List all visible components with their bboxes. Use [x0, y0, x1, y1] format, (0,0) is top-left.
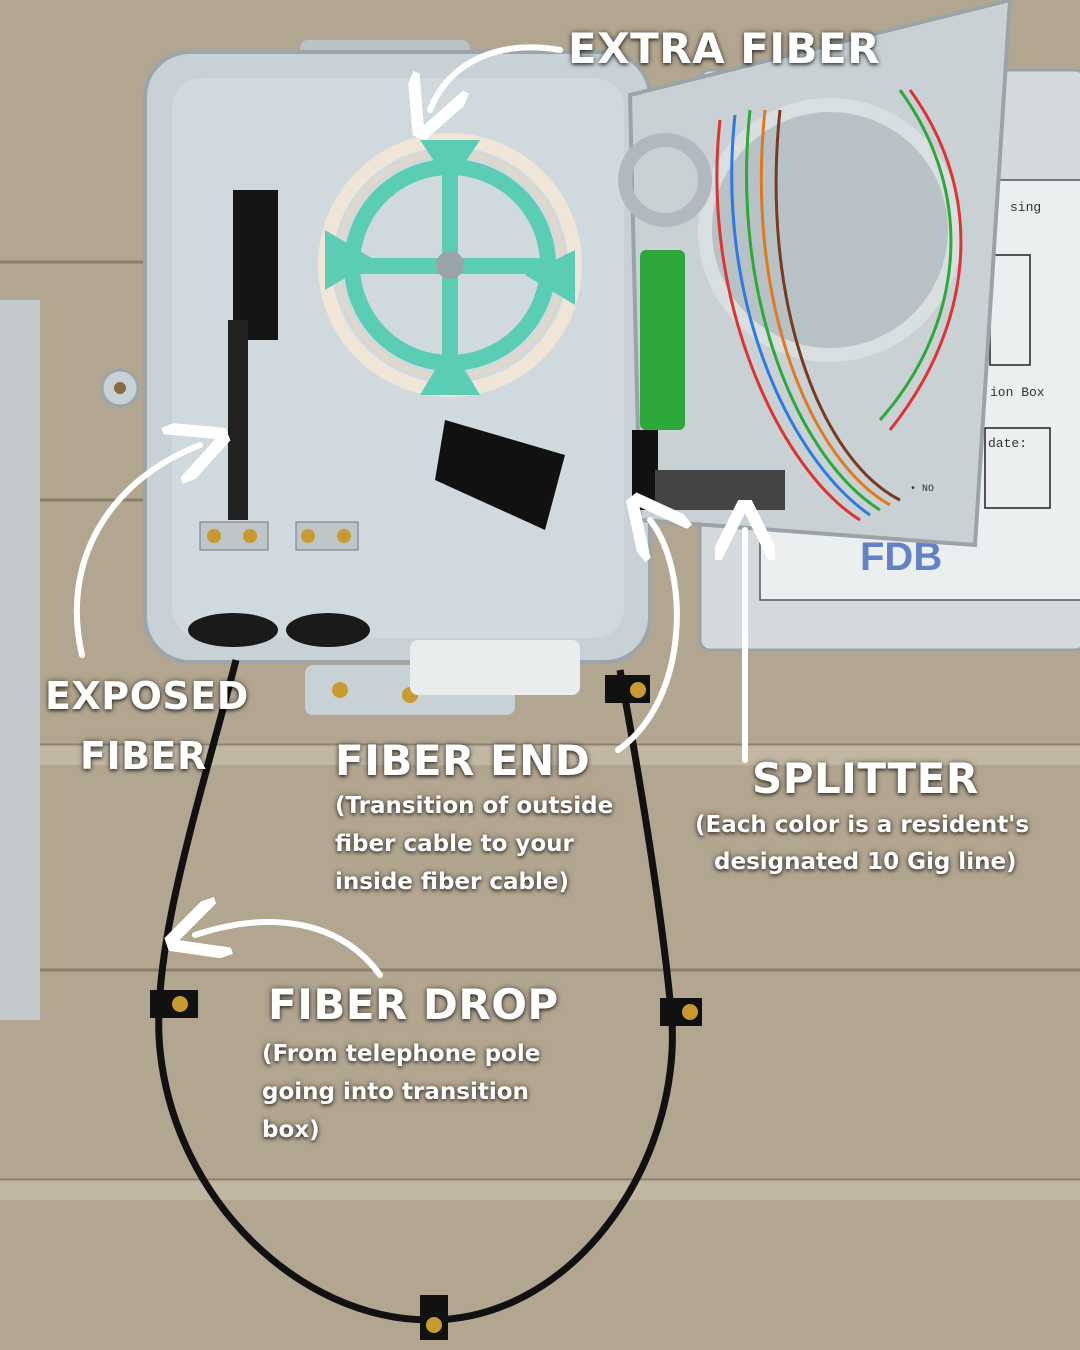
fiber-spool — [318, 133, 582, 397]
label-fiber-drop-desc-2: going into transition — [262, 1079, 529, 1105]
black-tape — [435, 420, 565, 530]
arrow-fiber-end — [615, 520, 677, 753]
label-fiber-drop-desc-1: (From telephone pole — [262, 1041, 541, 1067]
label-splitter-desc-1: (Each color is a resident's — [695, 812, 1030, 838]
left-box — [100, 40, 652, 715]
arrow-extra-fiber — [430, 44, 563, 111]
box-print-date: date: — [988, 436, 1028, 451]
arrow-exposed-fiber — [73, 445, 200, 658]
cable-clips — [150, 675, 702, 1340]
label-exposed-fiber-line2: FIBER — [80, 734, 207, 778]
box-print-ion-box: ion Box — [990, 385, 1045, 400]
label-extra-fiber: EXTRA FIBER — [568, 24, 881, 73]
label-fiber-drop-title: FIBER DROP — [268, 980, 559, 1029]
box-print-no: • NO — [910, 484, 935, 495]
label-fiber-end-desc-2: fiber cable to your — [335, 831, 574, 857]
label-fiber-drop-desc-3: box) — [262, 1117, 320, 1143]
box-print-sing: sing — [1010, 200, 1042, 215]
fiber-clamps — [188, 190, 370, 647]
annotation-arrows — [73, 44, 745, 978]
label-fiber-end-title: FIBER END — [335, 736, 591, 785]
open-door — [618, 0, 1013, 548]
label-splitter-title: SPLITTER — [752, 754, 979, 803]
label-splitter-desc-2: designated 10 Gig line) — [714, 849, 1017, 875]
arrow-fiber-drop — [195, 922, 383, 978]
sc-connector — [640, 250, 685, 430]
label-exposed-fiber-line1: EXPOSED — [45, 674, 249, 718]
label-fiber-end-desc-1: (Transition of outside — [335, 793, 614, 819]
label-fiber-end-desc-3: inside fiber cable) — [335, 869, 569, 895]
